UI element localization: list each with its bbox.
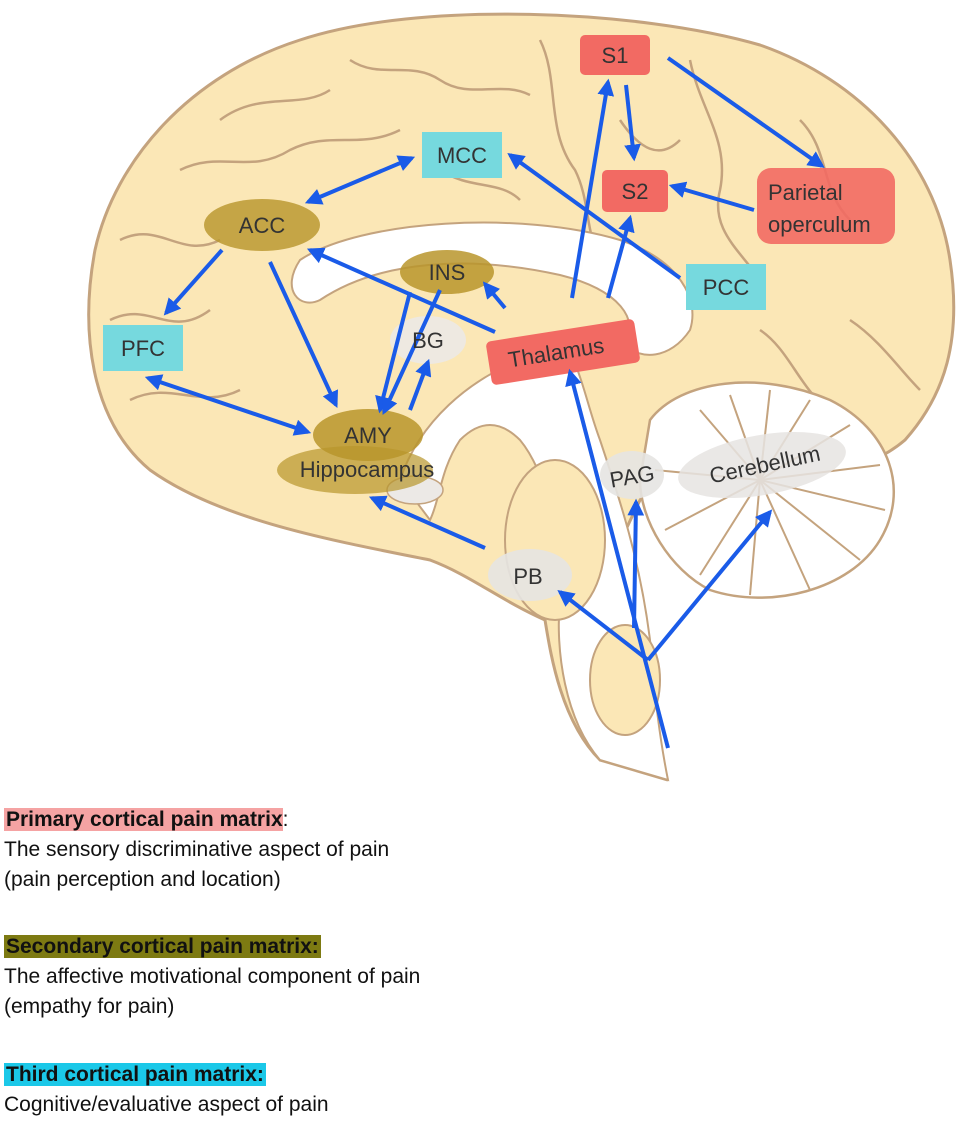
- region-s2: [602, 170, 668, 212]
- region-acc: [204, 199, 320, 251]
- label-ins: INS: [429, 260, 466, 285]
- region-parietal-operculum: [757, 168, 895, 244]
- label-bg: BG: [412, 328, 444, 353]
- region-bg: [390, 316, 466, 364]
- legend-primary: Primary cortical pain matrix: The sensor…: [4, 805, 389, 895]
- region-ins: [400, 250, 494, 294]
- legend-primary-line2: (pain perception and location): [4, 868, 281, 891]
- region-mcc: [422, 132, 502, 178]
- label-hippocampus: Hippocampus: [300, 457, 435, 482]
- connection-arrows: [144, 56, 825, 749]
- legend-secondary-title: Secondary cortical pain matrix:: [4, 935, 321, 958]
- label-parietal-line1: Parietal: [768, 180, 843, 205]
- legend-third: Third cortical pain matrix: Cognitive/ev…: [4, 1060, 329, 1120]
- label-pfc: PFC: [121, 336, 165, 361]
- region-cerebellum: [678, 431, 846, 499]
- region-pfc: [103, 325, 183, 371]
- label-acc: ACC: [239, 213, 286, 238]
- legend-primary-line1: The sensory discriminative aspect of pai…: [4, 838, 390, 861]
- legend-third-title: Third cortical pain matrix:: [4, 1063, 266, 1086]
- legend-secondary: Secondary cortical pain matrix: The affe…: [4, 932, 420, 1022]
- region-pb: [488, 549, 572, 601]
- region-hippocampus: [277, 446, 433, 494]
- label-mcc: MCC: [437, 143, 487, 168]
- legend-secondary-line2: (empathy for pain): [4, 995, 175, 1018]
- brain-pain-matrix-diagram: S1 S2 Parietal operculum Thalamus MCC PC…: [87, 12, 956, 782]
- label-parietal-line2: operculum: [768, 212, 871, 237]
- label-s1: S1: [602, 43, 629, 68]
- label-s2: S2: [622, 179, 649, 204]
- legend-third-line1: Cognitive/evaluative aspect of pain: [4, 1093, 329, 1116]
- label-pb: PB: [513, 564, 542, 589]
- region-pag: [600, 451, 664, 499]
- legend-primary-title: Primary cortical pain matrix: [4, 808, 283, 831]
- region-s1: [580, 35, 650, 75]
- region-thalamus: [486, 319, 640, 385]
- region-pcc: [686, 264, 766, 310]
- label-amy: AMY: [344, 423, 392, 448]
- legend-secondary-line1: The affective motivational component of …: [4, 965, 421, 988]
- legend-primary-suffix: :: [282, 808, 289, 831]
- label-pcc: PCC: [703, 275, 750, 300]
